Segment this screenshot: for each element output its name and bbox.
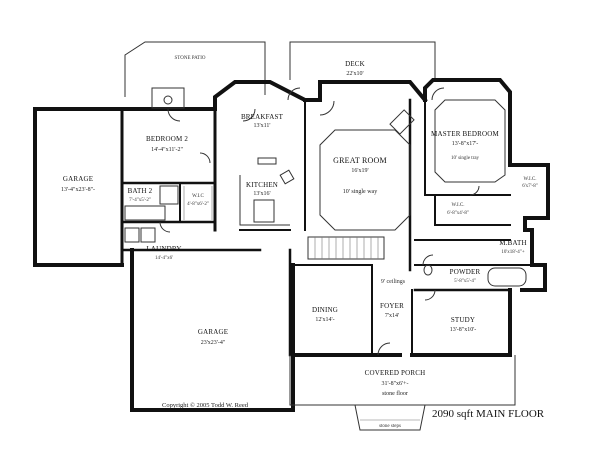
covered-porch-note: stone floor <box>382 390 408 397</box>
copyright-text: Copyright © 2005 Todd W. Reed <box>162 402 249 409</box>
laundry-label: LAUNDRY <box>146 245 181 253</box>
bedroom2-dims: 14'-4"x11'-2" <box>151 147 183 153</box>
bath2-label: BATH 2 <box>128 187 153 195</box>
wic-master-dims: 6'x7'-8" <box>522 184 538 189</box>
laundry-dims: 14'-4"x6' <box>155 256 173 261</box>
foyer-label: FOYER <box>380 302 404 310</box>
covered-porch-dims: 31'-8"x6'+- <box>382 381 409 387</box>
garage-main-label: GARAGE <box>198 328 228 336</box>
mbath-label: M.BATH <box>499 239 526 247</box>
mbath-dims: 10'x18'-4"+ <box>501 250 525 255</box>
wic-master-label: W.I.C. <box>523 177 536 182</box>
master-bedroom-label: MASTER BEDROOM <box>431 130 500 138</box>
exterior-walls <box>33 78 550 412</box>
study-dims: 13'-8"x10'- <box>450 327 477 333</box>
covered-porch-label: COVERED PORCH <box>365 369 426 377</box>
patio-outline <box>124 41 436 97</box>
door-swings <box>159 87 480 356</box>
ceilings-note: 9' ceilings <box>381 279 406 285</box>
foyer-dims: 7'x14' <box>385 313 399 319</box>
wic-left-dims: 4'-8"x6'-2" <box>187 202 209 207</box>
bedroom2-label: BEDROOM 2 <box>146 135 188 143</box>
great-room-dims: 16'x19' <box>351 168 368 174</box>
fixtures <box>124 87 527 287</box>
great-room-label: GREAT ROOM <box>333 156 387 165</box>
dining-label: DINING <box>312 306 338 314</box>
wic-left-label: W.I.C <box>192 194 204 199</box>
deck-label: DECK <box>345 60 365 68</box>
stairs <box>307 236 385 260</box>
stone-patio-label: STONE PATIO <box>175 56 206 61</box>
covered-porch-outline <box>289 355 516 431</box>
wic-small-label: W.I.C. <box>451 203 464 208</box>
ceiling-outlines <box>319 99 506 231</box>
garage-left-dims: 13'-4"x23'-8"- <box>61 187 95 193</box>
garage-left-label: GARAGE <box>63 175 93 183</box>
bath2-dims: 7'-4"x5'-2" <box>129 198 151 203</box>
wic-small-dims: 6'-8"x4'-8" <box>447 211 469 216</box>
kitchen-dims: 13'x16' <box>253 191 270 197</box>
kitchen-label: KITCHEN <box>246 181 278 189</box>
master-bedroom-note: 10' single tray <box>451 156 480 161</box>
deck-dims: 22'x10' <box>346 71 363 77</box>
powder-label: POWDER <box>450 268 481 276</box>
breakfast-dims: 13'x11' <box>254 123 271 129</box>
master-bedroom-dims: 13'-8"x17'- <box>452 141 479 147</box>
study-label: STUDY <box>451 316 475 324</box>
plan-title: 2090 sqft MAIN FLOOR <box>432 408 545 420</box>
garage-main-dims: 23'x23'-4" <box>201 340 226 346</box>
interior-walls <box>120 98 533 357</box>
dining-dims: 12'x14'- <box>315 317 334 323</box>
great-room-note: 10' single way <box>343 189 377 195</box>
stone-steps-label: stone steps <box>379 424 401 429</box>
powder-dims: 5'-8"x5'-4" <box>454 279 476 284</box>
breakfast-label: BREAKFAST <box>241 113 284 121</box>
